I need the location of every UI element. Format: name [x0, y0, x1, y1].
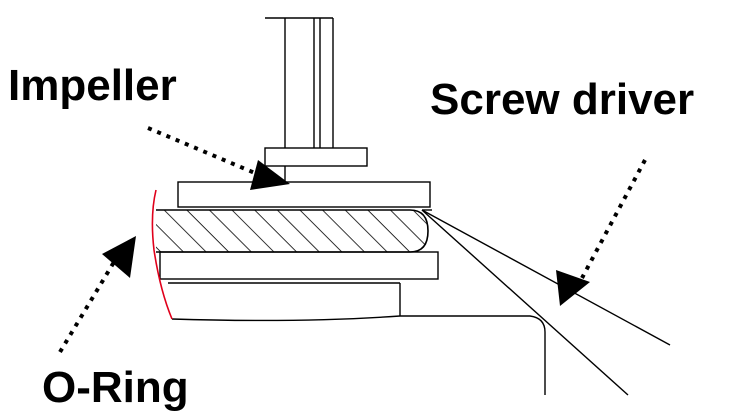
screw-driver-pointer	[556, 159, 647, 306]
o-ring-outline	[151, 189, 173, 320]
impeller-label: Impeller	[8, 61, 177, 110]
impeller-shaft	[265, 17, 334, 148]
impeller-hub	[264, 147, 368, 182]
screw-driver	[421, 209, 671, 396]
hatched-seal-section	[156, 209, 429, 253]
o-ring-label: O-Ring	[42, 363, 189, 412]
o-ring-pointer	[58, 236, 136, 354]
impeller-pointer	[147, 126, 290, 190]
pump-housing	[171, 315, 546, 395]
screw-driver-label: Screw driver	[430, 75, 695, 124]
impeller-plate	[177, 181, 431, 208]
housing-plates	[159, 251, 439, 316]
